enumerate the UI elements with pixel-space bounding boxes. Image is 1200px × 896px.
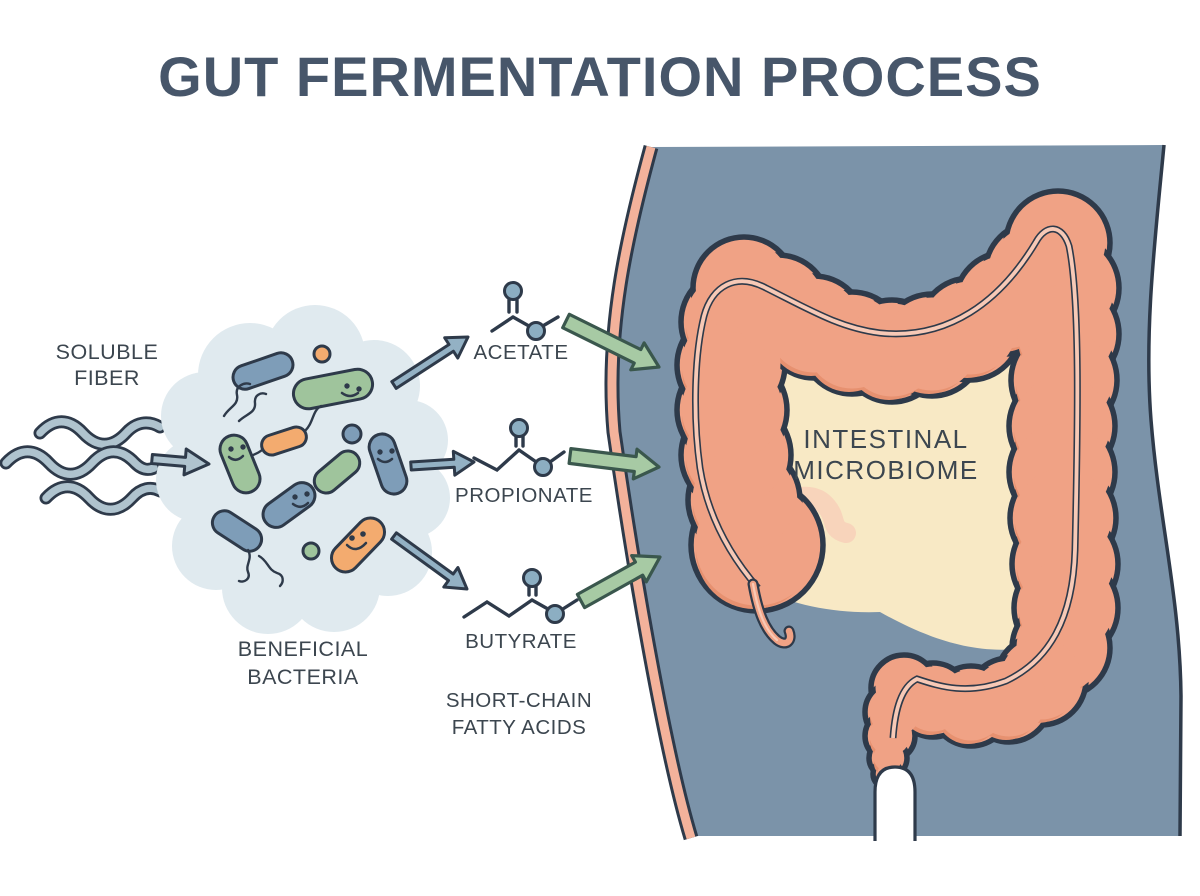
butyrate-label: BUTYRATE [465,630,577,653]
short-chain-fatty-acids-label: SHORT-CHAIN FATTY ACIDS [445,689,593,739]
bacterium-face [340,383,362,398]
bacterium-rod-icon [261,481,317,529]
flagellum-icon [303,404,323,433]
bacterium-rod-icon [291,367,375,411]
abdomen-illustration [604,144,1183,841]
intestinal-microbiome-label: INTESTINAL MICROBIOME [793,424,979,485]
abdominal-wall-band [607,145,696,840]
soluble-fiber-label: SOLUBLE FIBER [55,340,159,390]
flagellum-icon [257,554,284,588]
bacterium-face [291,491,310,508]
bacterium-face [376,448,395,464]
bacterium-rod-icon [329,516,387,574]
arrow-to-butyrate [390,531,469,591]
flagellum-icon [222,382,252,418]
appendix-icon [747,578,796,649]
bacterium-coccus-icon [301,541,321,561]
propionate-structure-icon [472,418,566,477]
large-intestine-illustration [674,188,1122,791]
bacterium-coccus-icon [312,344,332,364]
propionate-absorption-arrow [567,447,661,481]
flagellum-icon [237,392,268,423]
bacterium-rod-icon [210,509,264,553]
butyrate-structure-icon [462,568,579,624]
beneficial-bacteria-label: BENEFICIAL BACTERIA [237,637,369,689]
anal-canal-shape [873,765,917,841]
colon-inner-stripe [692,225,1081,739]
flow-arrows [150,312,662,610]
bacterium-rod-icon [367,432,409,496]
propionate-label: PROPIONATE [455,484,593,507]
flagellum-icon [237,548,251,583]
acetate-absorption-arrow [561,312,661,372]
bacterium-face [227,444,246,461]
bacterium-face [345,531,368,551]
fiber-arrow [150,447,211,477]
body-right-outline [1147,144,1183,837]
acetate-label: ACETATE [473,341,569,364]
bacterium-rod-icon [260,425,308,457]
beneficial-bacteria-group [210,344,409,588]
page-title: GUT FERMENTATION PROCESS [158,45,1042,108]
butyrate-absorption-arrow [575,553,662,610]
arrow-to-acetate [390,335,470,390]
bacterium-rod-icon [312,449,362,495]
arrow-to-propionate [409,449,476,477]
bacterium-rod-icon [231,351,295,391]
acetate-structure-icon [490,281,560,341]
soluble-fiber-waves-icon [0,415,167,516]
bacterium-coccus-icon [341,423,363,445]
